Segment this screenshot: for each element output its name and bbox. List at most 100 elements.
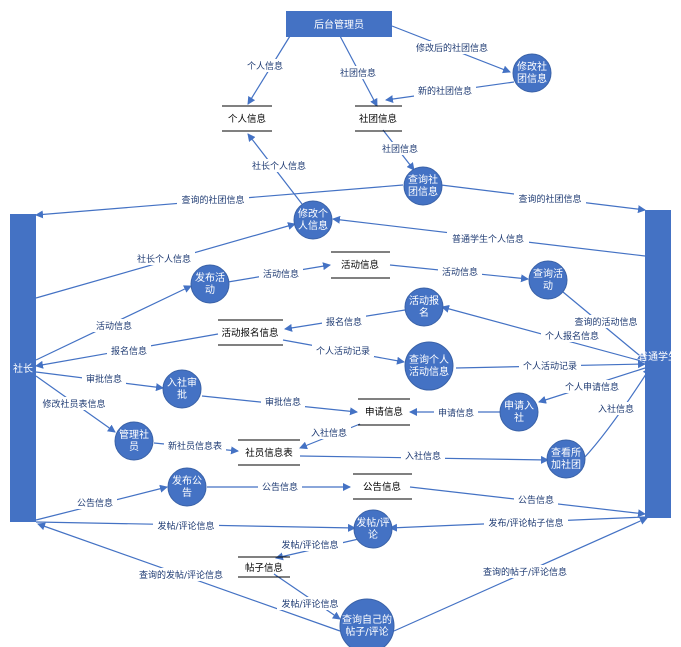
svg-text:社长: 社长: [13, 362, 33, 375]
label-queried-club-left: 查询的社团信息: [181, 194, 244, 206]
label-new-member: 新社员信息表: [168, 440, 222, 452]
flow-join-c: [583, 367, 651, 459]
svg-text:个人信息: 个人信息: [228, 113, 266, 125]
svg-text:活动报名信息: 活动报名信息: [221, 327, 278, 339]
label-pres-personal2: 社长个人信息: [137, 253, 191, 265]
label-queried-posts-a: 查询的发帖/评论信息: [139, 569, 223, 581]
svg-text:论: 论: [368, 528, 378, 541]
label-activity-b: 活动信息: [263, 268, 299, 280]
label-activity-c: 活动信息: [442, 266, 478, 278]
svg-text:修改个: 修改个: [298, 207, 328, 220]
label-signup-a: 报名信息: [326, 316, 362, 328]
entities: 后台管理员 社长 普通学生: [10, 11, 678, 522]
label-new-club: 新的社团信息: [418, 85, 472, 97]
label-queried-activity: 查询的活动信息: [574, 316, 637, 328]
svg-text:动: 动: [205, 284, 215, 296]
label-post-reply: 发布/评论帖子信息: [488, 517, 563, 529]
svg-text:团信息: 团信息: [408, 185, 438, 198]
process-query-own-posts: 查询自己的 帖子/评论: [339, 598, 395, 647]
label-join-a: 入社信息: [311, 427, 347, 439]
flow-labels: 个人信息 社团信息 修改后的社团信息 新的社团信息 社团信息 社长个人信息 查询…: [38, 41, 642, 610]
svg-text:活动信息: 活动信息: [341, 259, 379, 271]
svg-text:动: 动: [543, 280, 553, 292]
svg-text:普通学生: 普通学生: [638, 350, 678, 363]
process-join-approval: 入社审 批: [162, 369, 202, 409]
svg-text:发布活: 发布活: [195, 271, 225, 284]
label-modify-member: 修改社员表信息: [42, 398, 105, 410]
entity-president: 社长: [10, 214, 36, 522]
label-notice-c: 公告信息: [518, 494, 554, 506]
label-post-c: 发帖/评论信息: [281, 598, 338, 610]
process-view-joined: 查看所 加社团: [546, 439, 586, 479]
process-publish-activity: 发布活 动: [190, 264, 230, 304]
svg-text:社员信息表: 社员信息表: [245, 447, 293, 459]
process-activity-signup: 活动报 名: [404, 287, 444, 327]
svg-text:人信息: 人信息: [298, 219, 328, 232]
svg-text:管理社: 管理社: [119, 428, 149, 441]
label-personal-activity-a: 个人活动记录: [316, 345, 370, 357]
svg-text:申请信息: 申请信息: [365, 406, 403, 418]
label-admin-modified: 修改后的社团信息: [416, 42, 488, 54]
svg-text:申请入: 申请入: [504, 399, 534, 412]
store-application-info: 申请信息: [358, 398, 410, 426]
label-admin-personal: 个人信息: [247, 60, 283, 72]
process-query-personal-activity: 查询个人 活动信息: [404, 341, 454, 391]
label-notice-b: 公告信息: [262, 481, 298, 493]
label-admin-club: 社团信息: [340, 67, 376, 79]
store-personal-info: 个人信息: [222, 105, 272, 132]
svg-text:社团信息: 社团信息: [359, 113, 397, 125]
svg-text:公告信息: 公告信息: [363, 481, 401, 493]
processes: 修改社 团信息 查询社 团信息 修改个 人信息 发布活 动 查询活 动 活动报 …: [114, 53, 586, 647]
svg-text:帖子/评论: 帖子/评论: [345, 625, 388, 638]
svg-text:员: 员: [129, 441, 139, 453]
store-post-info: 帖子信息: [238, 556, 290, 578]
svg-text:加社团: 加社团: [551, 458, 581, 471]
label-queried-club-right: 查询的社团信息: [518, 193, 581, 205]
svg-text:发布公: 发布公: [172, 474, 202, 487]
label-post-b: 发帖/评论信息: [281, 539, 338, 551]
svg-text:发帖/评: 发帖/评: [356, 516, 389, 529]
label-personal-activity-b: 个人活动记录: [523, 360, 577, 372]
svg-text:查询自己的: 查询自己的: [342, 613, 392, 626]
label-join-b: 入社信息: [405, 450, 441, 462]
svg-text:社: 社: [514, 411, 524, 424]
label-personal-apply: 个人申请信息: [565, 381, 619, 393]
svg-text:活动信息: 活动信息: [409, 365, 449, 378]
label-post-a: 发帖/评论信息: [157, 520, 214, 532]
svg-text:查询活: 查询活: [533, 267, 563, 280]
label-approval-b: 审批信息: [265, 396, 301, 408]
entity-student: 普通学生: [638, 210, 678, 518]
svg-text:查看所: 查看所: [551, 446, 581, 459]
svg-text:查询个人: 查询个人: [409, 353, 449, 366]
label-student-personal: 普通学生个人信息: [452, 233, 524, 245]
store-member-table: 社员信息表: [238, 439, 300, 466]
label-personal-signup: 个人报名信息: [545, 330, 599, 342]
store-club-info: 社团信息: [355, 105, 402, 132]
process-publish-notice: 发布公 告: [167, 467, 207, 507]
svg-text:入社审: 入社审: [167, 376, 197, 389]
label-club-query: 社团信息: [382, 143, 418, 155]
svg-text:后台管理员: 后台管理员: [314, 18, 364, 31]
process-post-comment: 发帖/评 论: [353, 509, 393, 549]
process-manage-members: 管理社 员: [114, 421, 154, 461]
label-queried-posts-b: 查询的帖子/评论信息: [483, 566, 567, 578]
process-query-activity: 查询活 动: [528, 260, 568, 300]
label-apply-info: 申请信息: [438, 407, 474, 419]
store-notice-info: 公告信息: [353, 473, 412, 500]
label-approval-a: 审批信息: [86, 373, 122, 385]
process-query-club: 查询社 团信息: [403, 166, 443, 206]
svg-text:修改社: 修改社: [517, 60, 547, 73]
entity-admin: 后台管理员: [286, 11, 392, 37]
label-activity-a: 活动信息: [96, 320, 132, 332]
process-apply-join: 申请入 社: [499, 392, 539, 432]
svg-text:帖子信息: 帖子信息: [245, 562, 283, 574]
label-signup-b: 报名信息: [111, 345, 147, 357]
svg-text:团信息: 团信息: [517, 72, 547, 85]
store-activity-info: 活动信息: [331, 251, 390, 279]
label-notice-a: 公告信息: [77, 497, 113, 509]
svg-text:告: 告: [182, 486, 192, 499]
data-stores: 个人信息 社团信息 活动信息 活动报名信息 申请信息 社员信息表: [218, 105, 412, 578]
svg-text:查询社: 查询社: [408, 173, 438, 186]
